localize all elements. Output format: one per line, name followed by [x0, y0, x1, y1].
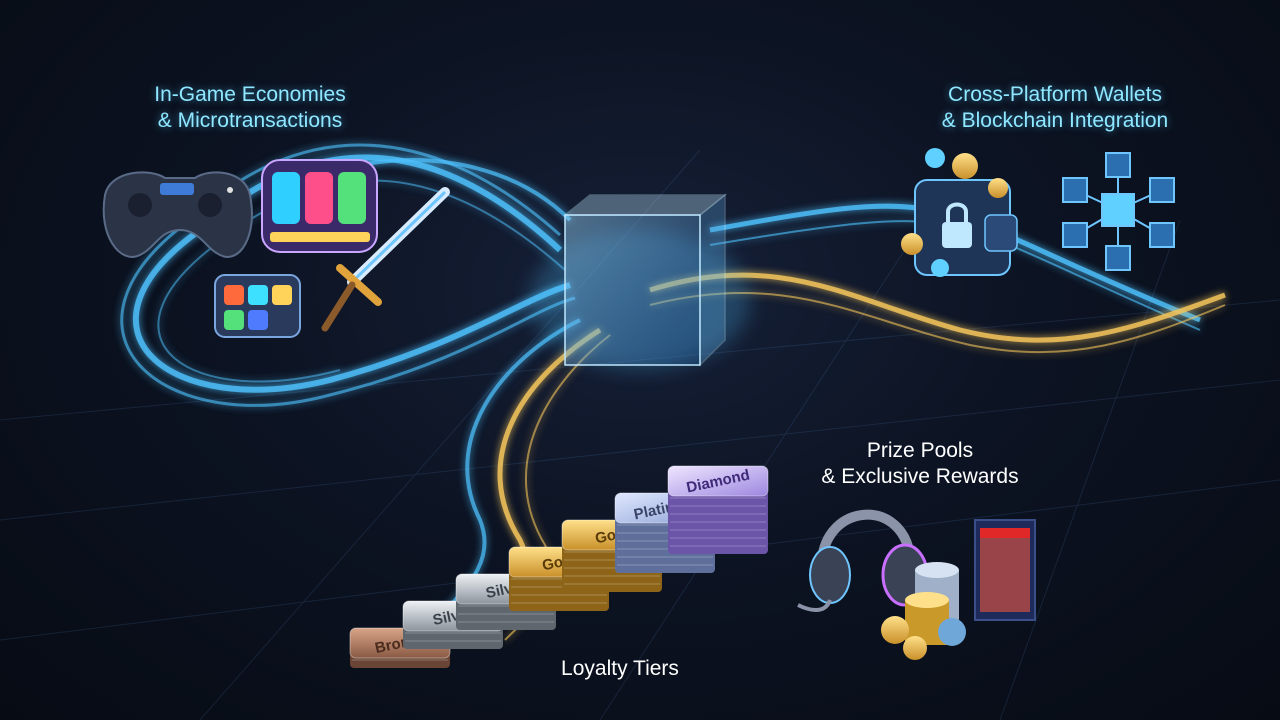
prize-pools-label: Prize Pools & Exclusive Rewards [790, 438, 1050, 491]
wallets-label-line1: Cross-Platform Wallets [948, 83, 1162, 106]
loyalty-tier-steps: BronzeSilverSilverGoldGoldPlatinumDiamon… [349, 465, 769, 668]
game-box-icon [974, 519, 1036, 621]
coin-icon [901, 148, 1008, 277]
prize-label-line2: & Exclusive Rewards [821, 465, 1019, 489]
wallet-icon [914, 179, 1018, 276]
blue-tier-stream [418, 318, 581, 642]
treasure-chest-icon [214, 274, 301, 338]
lock-icon [942, 202, 972, 248]
headset-icon [797, 509, 929, 612]
gamepad-icon [102, 171, 253, 258]
in-game-label-line1: In-Game Economies [154, 83, 346, 106]
in-game-economies-label: In-Game Economies & Microtransactions [100, 82, 400, 135]
loyalty-tiers-label: Loyalty Tiers [561, 657, 679, 680]
sword-icon [321, 187, 450, 332]
tier-step-7: Diamond [667, 465, 769, 554]
blockchain-network-icon [1062, 152, 1175, 271]
slot-machine-icon [261, 159, 378, 253]
prize-label-line1: Prize Pools [866, 439, 974, 462]
cube-icon [530, 193, 750, 370]
wallets-label-line2: & Blockchain Integration [941, 109, 1169, 133]
coin-stack-icon [881, 562, 966, 660]
tier-step-top [667, 465, 769, 497]
tier-step-side [668, 490, 768, 554]
in-game-label-line2: & Microtransactions [157, 109, 343, 133]
cross-platform-wallets-label: Cross-Platform Wallets & Blockchain Inte… [900, 82, 1210, 135]
